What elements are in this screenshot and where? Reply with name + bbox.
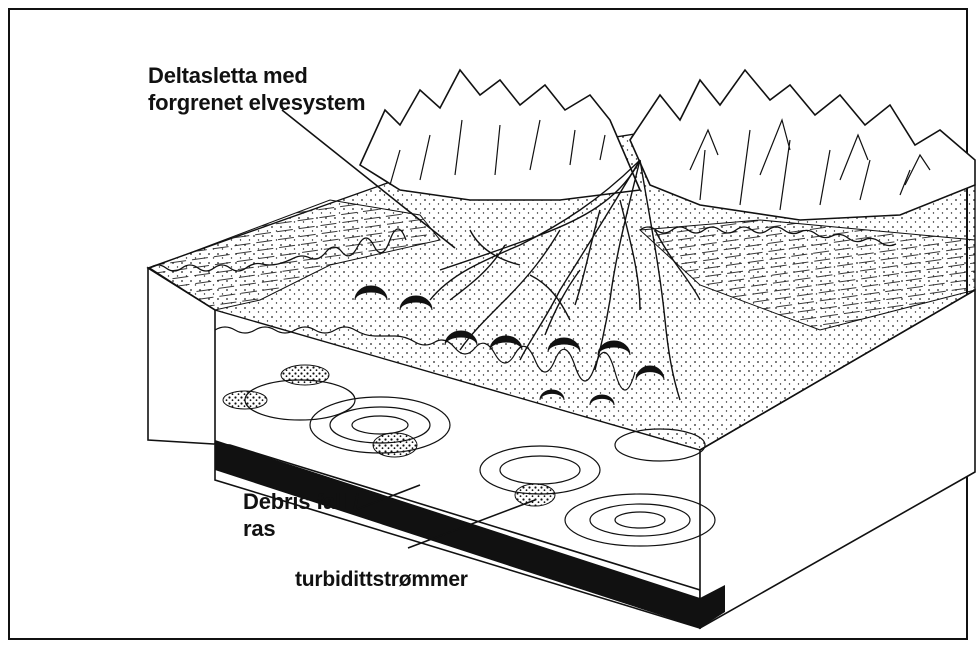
label-delta-line1: Deltasletta med	[148, 62, 365, 89]
label-turbidity-currents: turbidittstrømmer	[295, 567, 468, 593]
label-debris-line2: ras	[243, 515, 359, 542]
label-delta-line2: forgrenet elvesystem	[148, 89, 365, 116]
label-debris-line1: Debris fall /	[243, 488, 359, 515]
label-debris-fall: Debris fall / ras	[243, 488, 359, 542]
label-delta-plain: Deltasletta med forgrenet elvesystem	[148, 62, 365, 116]
